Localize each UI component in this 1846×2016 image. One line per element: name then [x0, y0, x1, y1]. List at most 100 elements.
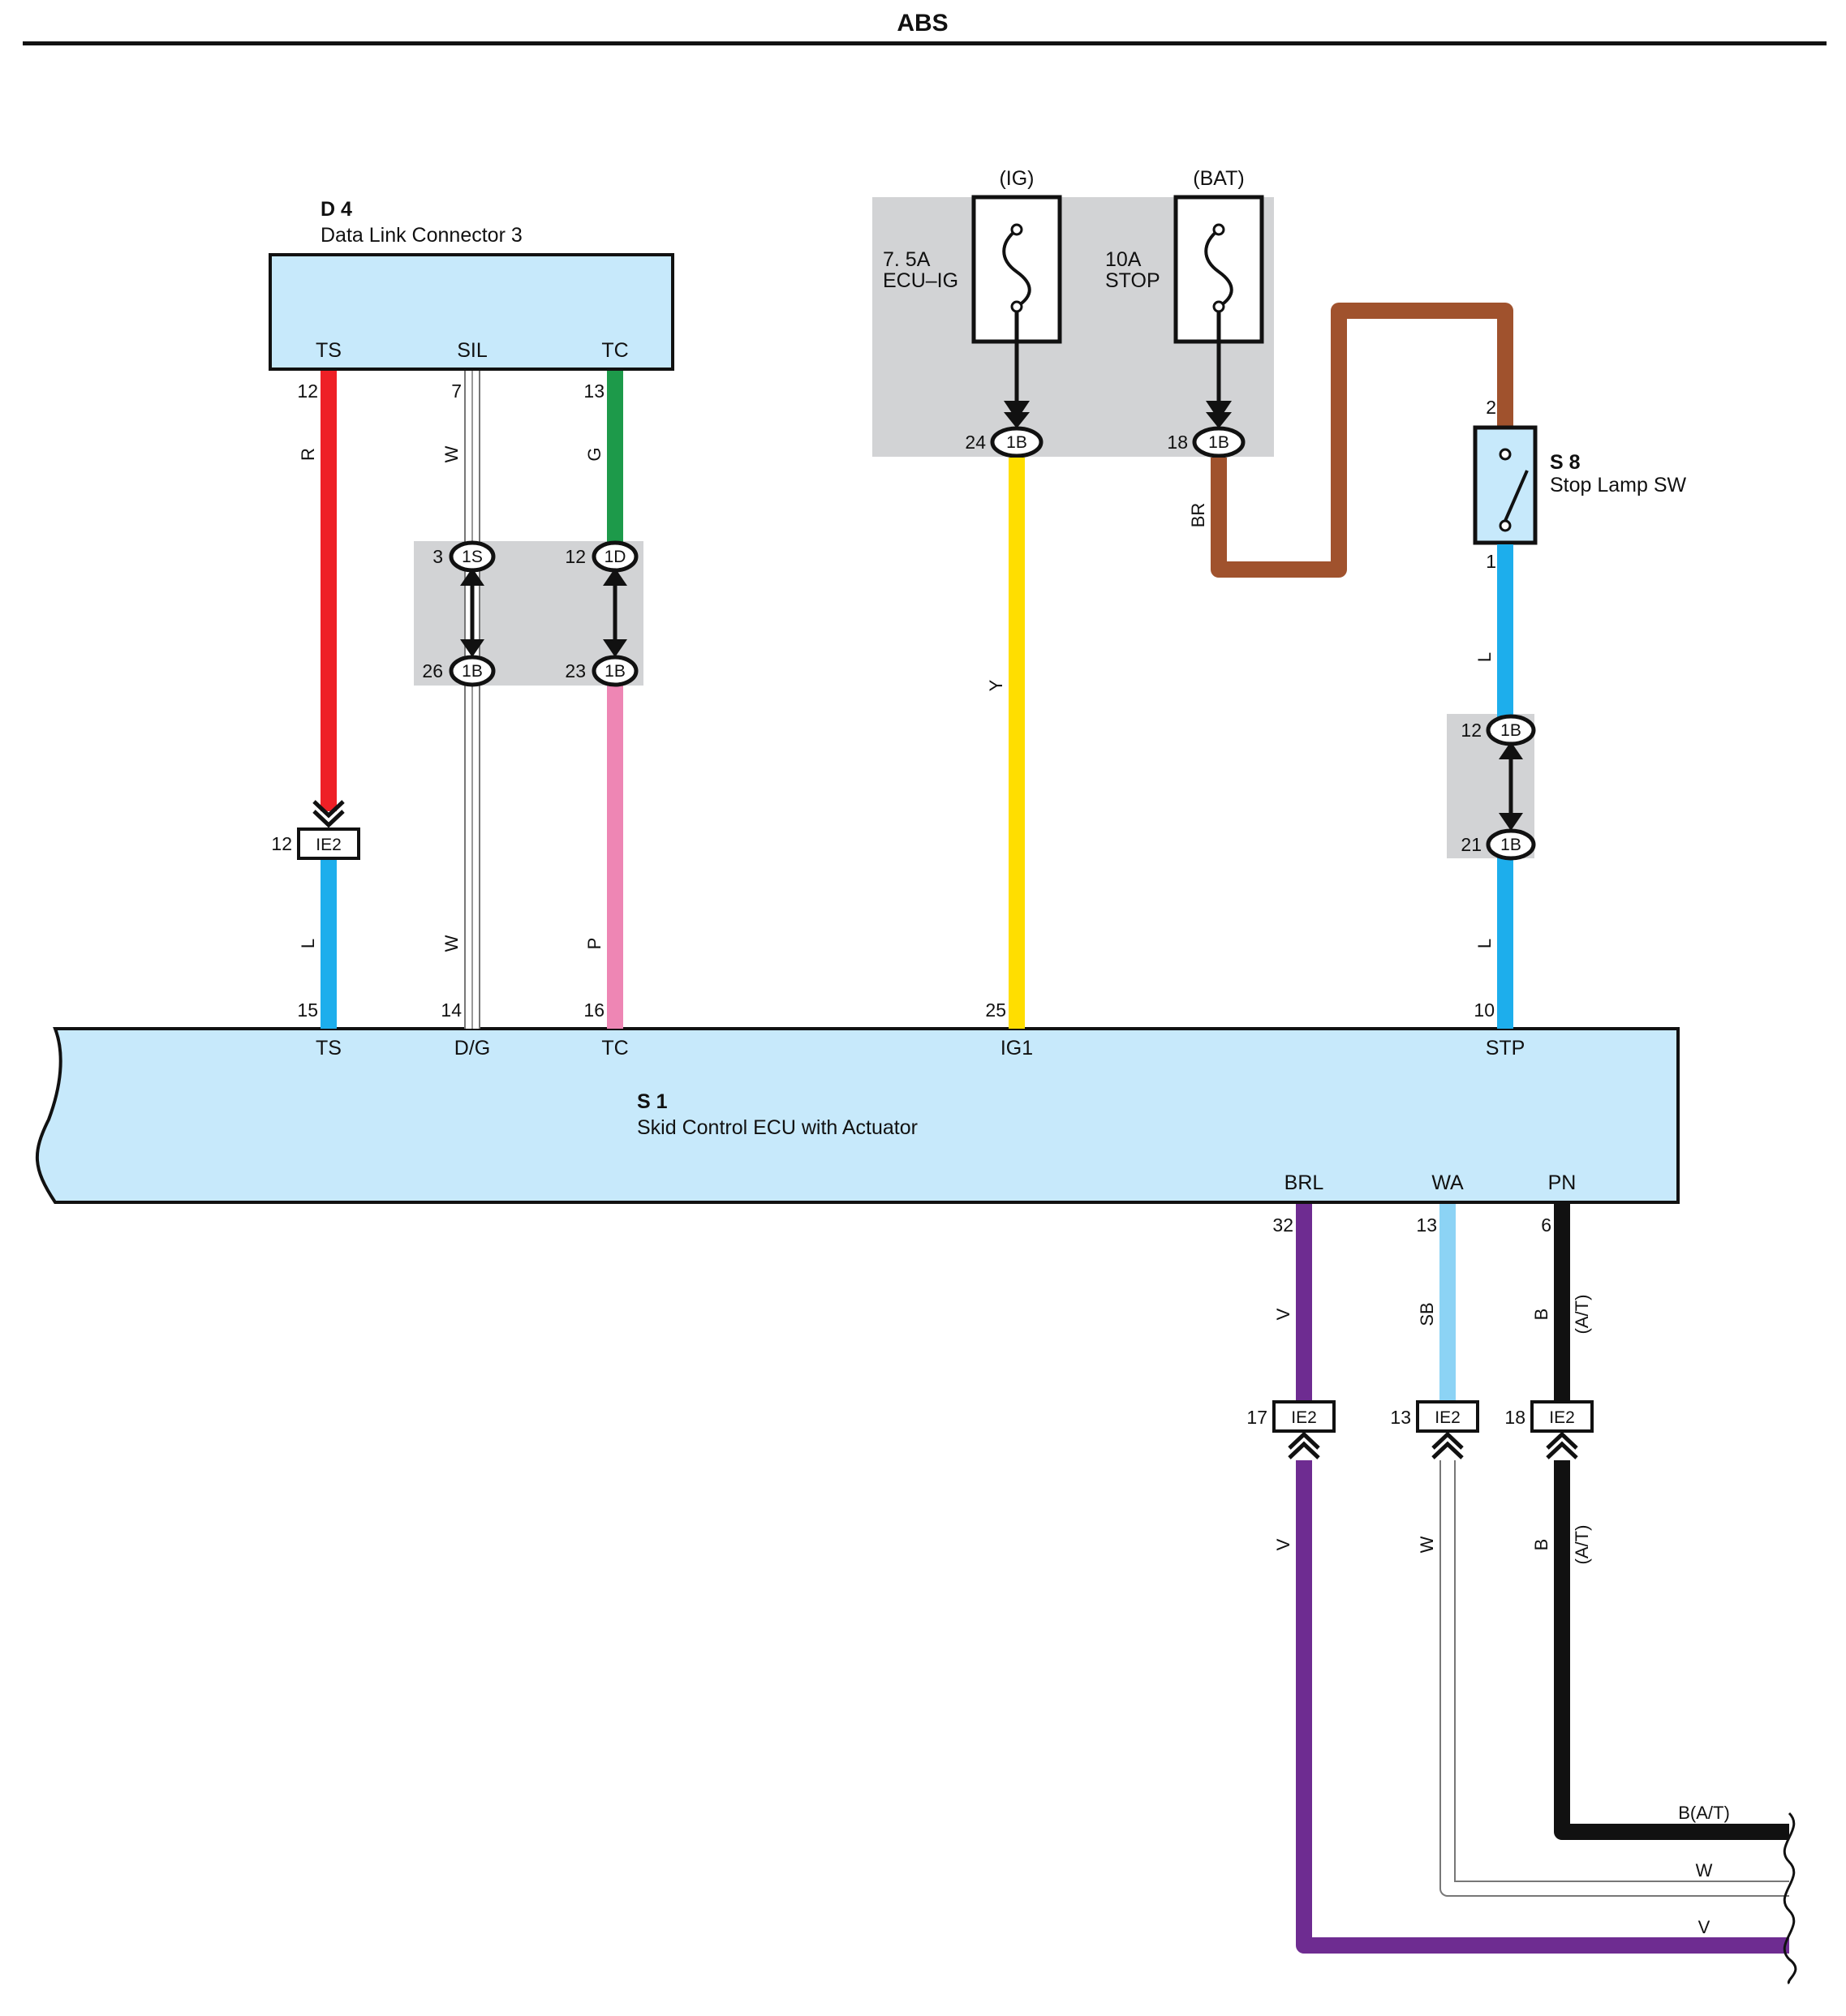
pin-s1-ts: 15 [297, 999, 318, 1021]
fuse-ig-source: (IG) [999, 167, 1034, 190]
junction-tc: 1D 1B [592, 540, 639, 687]
fuse-stop: 1B [1173, 195, 1264, 458]
s1-name: Skid Control ECU with Actuator [637, 1116, 918, 1139]
exit-label-wa: W [1696, 1860, 1713, 1881]
d4-name: Data Link Connector 3 [321, 224, 523, 247]
wire-label-pn-lower: B [1531, 1539, 1551, 1551]
wire-label-pn-upper-note: (A/T) [1572, 1295, 1592, 1335]
connector-ie2-ts [297, 827, 360, 860]
d4-term-tc: TC [601, 339, 628, 362]
wire-label-sil-lower: W [441, 935, 462, 952]
pin-sil-1b: 26 [422, 660, 443, 681]
connector-ie2-wa: IE2 [1416, 1400, 1479, 1459]
connector-1b-tc-label: 1B [605, 662, 626, 681]
connector-1b-sil-label: 1B [462, 662, 483, 681]
pin-sil-1s: 3 [432, 546, 443, 567]
wire-label-brl-lower: V [1273, 1538, 1293, 1550]
pin-s1-ig1: 25 [985, 999, 1006, 1021]
connector-1s-label: 1S [462, 548, 483, 566]
pin-d4-tc: 13 [583, 380, 605, 402]
fuse-bat-source: (BAT) [1193, 167, 1244, 190]
wire-label-sil-upper: W [441, 445, 462, 462]
s8-name: Stop Lamp SW [1550, 474, 1687, 496]
pin-d4-ts: 12 [297, 380, 318, 402]
s1-term-brl: BRL [1284, 1171, 1324, 1194]
pin-ig-1b: 24 [965, 432, 986, 453]
pin-tc-1d: 12 [565, 546, 586, 567]
wire-label-br: BR [1188, 503, 1208, 528]
wire-label-stp-upper: L [1474, 652, 1495, 662]
s1-term-wa: WA [1431, 1171, 1464, 1194]
connector-ie2-brl: IE2 [1272, 1400, 1336, 1459]
pin-s1-tc: 16 [583, 999, 605, 1021]
connector-1b-stp-b-label: 1B [1500, 836, 1521, 854]
connector-ie2-pn: IE2 [1530, 1400, 1594, 1459]
title-rule [23, 41, 1827, 45]
wire-label-wa-lower: W [1417, 1536, 1437, 1553]
wire-pn-lower [1554, 1460, 1789, 1840]
d4-id: D 4 [321, 198, 352, 221]
pin-pn-ie2: 18 [1504, 1407, 1525, 1428]
s8-id: S 8 [1550, 451, 1581, 474]
fuse-bat-rating: 10A [1105, 248, 1142, 271]
s1-term-pn: PN [1548, 1171, 1577, 1194]
pin-s1-dg: 14 [441, 999, 462, 1021]
wire-label-tc-lower: P [584, 938, 605, 950]
fuse-ig-rating: 7. 5A [883, 248, 931, 271]
d4-term-sil: SIL [457, 339, 488, 362]
pin-stop-1b: 18 [1167, 432, 1188, 453]
pin-s1-stp: 10 [1474, 999, 1495, 1021]
fuse-bat-name: STOP [1105, 269, 1160, 292]
wire-brl-lower [1296, 1460, 1789, 1954]
wire-label-pn-upper: B [1531, 1309, 1551, 1321]
fuse-ecu-ig: 1B [971, 195, 1062, 458]
s1-id: S 1 [637, 1090, 668, 1113]
wire-label-wa-upper: SB [1417, 1302, 1437, 1326]
svg-text:IE2: IE2 [1435, 1408, 1461, 1427]
pin-ts-ie2: 12 [271, 833, 292, 854]
pin-tc-1b: 23 [565, 660, 586, 681]
exit-label-brl: V [1698, 1917, 1710, 1937]
s1-term-tc: TC [601, 1037, 628, 1060]
wire-wa-lower [1441, 1460, 1789, 1895]
pin-s1-wa: 13 [1416, 1214, 1437, 1236]
pin-d4-sil: 7 [451, 380, 462, 402]
pin-s8-top: 2 [1486, 397, 1496, 418]
exit-label-pn: B(A/T) [1678, 1803, 1730, 1823]
s1-term-ts: TS [316, 1037, 342, 1060]
s8-stop-lamp-switch [1473, 425, 1538, 545]
page-title: ABS [897, 10, 948, 37]
d4-term-ts: TS [316, 339, 342, 362]
s1-term-dg: D/G [454, 1037, 490, 1060]
pin-brl-ie2: 17 [1246, 1407, 1267, 1428]
pin-stp-1b-a: 12 [1461, 720, 1482, 741]
junction-stp-connectors: 1B 1B [1486, 714, 1536, 861]
pin-s1-pn: 6 [1541, 1214, 1551, 1236]
wire-br-brown [1211, 303, 1513, 578]
pin-s1-brl: 32 [1272, 1214, 1293, 1236]
s1-term-ig1: IG1 [1000, 1037, 1033, 1060]
svg-text:IE2: IE2 [1549, 1408, 1575, 1427]
wire-label-stp-lower: L [1474, 939, 1495, 948]
ie2-arrow-ts [312, 800, 345, 819]
connector-1d-label: 1D [605, 548, 626, 566]
fuse-ig-name: ECU–IG [883, 269, 958, 292]
junction-sil: 1S 1B [449, 540, 496, 687]
d4-connector-box [269, 253, 674, 371]
connector-ie2-ts-label: IE2 [316, 836, 342, 854]
s1-ecu-box [35, 1027, 1680, 1204]
connector-1b-stp-a-label: 1B [1500, 721, 1521, 740]
wire-label-tc-upper: G [584, 447, 605, 461]
wire-label-brl-upper: V [1273, 1308, 1293, 1320]
wire-label-pn-lower-note: (A/T) [1572, 1525, 1592, 1565]
connector-1b-stop-label: 1B [1208, 433, 1229, 452]
wire-label-ts-lower: L [298, 939, 318, 948]
pin-s8-bottom: 1 [1486, 551, 1496, 572]
continuation-break-mark [1783, 1812, 1797, 1985]
wire-label-ig: Y [986, 679, 1006, 691]
s1-term-stp: STP [1486, 1037, 1525, 1060]
wire-label-ts-upper: R [298, 448, 318, 461]
pin-wa-ie2: 13 [1390, 1407, 1411, 1428]
pin-stp-1b-b: 21 [1461, 834, 1482, 855]
